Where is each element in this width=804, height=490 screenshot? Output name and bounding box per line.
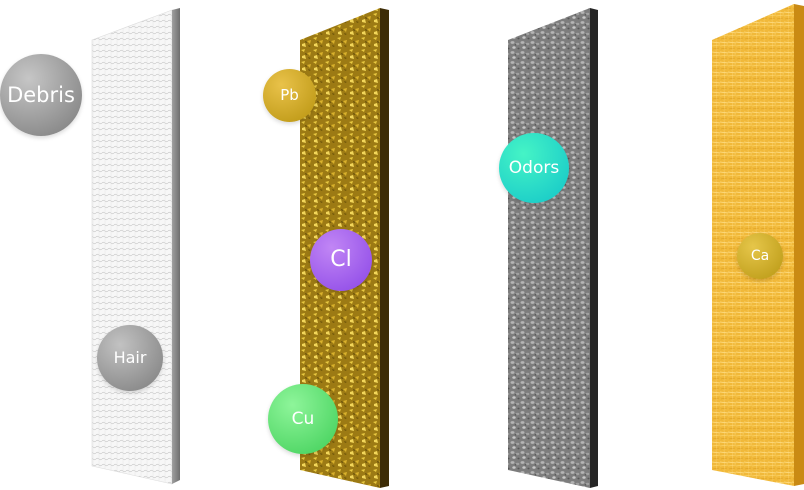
copper-label: Cu — [291, 408, 315, 429]
chlorine-badge: Cl — [310, 229, 372, 291]
calcium-badge: Ca — [737, 233, 783, 279]
chlorine-label: Cl — [330, 247, 352, 272]
hair-label: Hair — [113, 348, 147, 367]
hair-badge: Hair — [97, 325, 163, 391]
copper-badge: Cu — [268, 384, 338, 454]
lead-badge: Pb — [263, 69, 316, 122]
lead-label: Pb — [280, 86, 299, 104]
odors-label: Odors — [508, 157, 560, 178]
carbon-filter-layer — [508, 8, 598, 488]
debris-badge: Debris — [0, 54, 82, 136]
odors-badge: Odors — [499, 133, 569, 203]
debris-label: Debris — [7, 82, 75, 107]
calcium-label: Ca — [750, 248, 770, 264]
mesh-filter-layer — [91, 8, 180, 485]
